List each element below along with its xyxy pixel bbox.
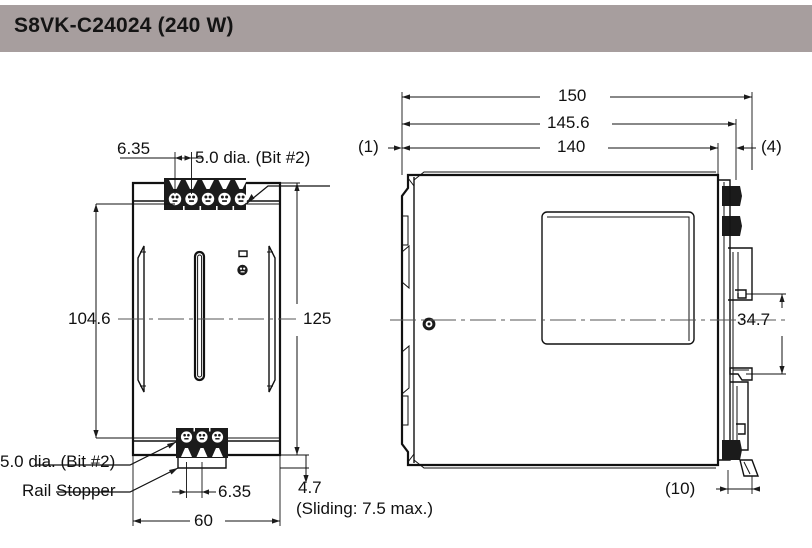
label-thickness-note: (Sliding: 7.5 max.): [296, 499, 433, 518]
leader-screw-top: [245, 185, 330, 205]
dim-label-rail-height: 34.7: [737, 310, 771, 329]
dim-left-offset: [388, 145, 402, 151]
dim-label-depth-outer: 150: [558, 86, 587, 105]
dim-label-thickness: 4.7: [298, 478, 322, 497]
left-vent-channel: [137, 245, 145, 393]
dim-label-screw-bottom: 5.0 dia. (Bit #2): [0, 452, 116, 471]
dim-height-outer: [280, 182, 300, 456]
dim-label-width: 60: [194, 511, 213, 530]
front-view-group: [36, 152, 330, 526]
side-view-group: [388, 92, 790, 494]
dim-right-offset: [736, 143, 756, 170]
dim-depth-body: [402, 143, 719, 175]
rail-hook-lower: [729, 367, 753, 381]
page-title: S8VK-C24024 (240 W): [14, 14, 234, 37]
dim-label-pitch-top: 6.35: [117, 139, 151, 158]
title-bar: S8VK-C24024 (240 W): [0, 5, 812, 52]
leader-screw-bottom: [36, 441, 177, 466]
dim-depth-mid: [402, 119, 737, 180]
din-rail-mount: [718, 179, 760, 477]
dim-label-left-offset: (1): [358, 137, 379, 156]
dim-pitch-top: [120, 152, 203, 194]
side-view-body-outline: [400, 173, 720, 467]
front-center-slot: [193, 250, 206, 382]
label-plate: [541, 211, 695, 345]
dim-height-inner: [93, 203, 178, 439]
dim-depth-outer: [401, 92, 753, 175]
dim-label-depth-body: 140: [557, 137, 586, 156]
dim-pitch-bottom: [172, 462, 216, 498]
adjustment-screw: [237, 264, 248, 276]
dim-label-depth-mid: 145.6: [547, 113, 590, 132]
side-mounting-screw: [422, 317, 436, 331]
dim-label-rail-depth: (10): [665, 479, 696, 498]
dim-label-height-inner: 104.6: [68, 309, 111, 328]
dim-rail-height: [746, 293, 786, 375]
dim-label-right-offset: (4): [761, 137, 782, 156]
led-indicator: [238, 250, 248, 258]
label-rail-stopper: Rail Stopper: [22, 481, 116, 500]
right-vent-channel: [268, 245, 276, 393]
dim-thickness: [280, 454, 309, 483]
rail-hook-upper: [735, 289, 747, 299]
leader-rail-stopper: [56, 467, 179, 493]
dim-label-screw-top: 5.0 dia. (Bit #2): [195, 148, 311, 167]
top-terminal-block: [164, 178, 248, 210]
dim-label-pitch-bottom: 6.35: [218, 482, 252, 501]
dim-label-height-outer: 125: [303, 309, 332, 328]
dim-rail-depth: [716, 470, 760, 494]
